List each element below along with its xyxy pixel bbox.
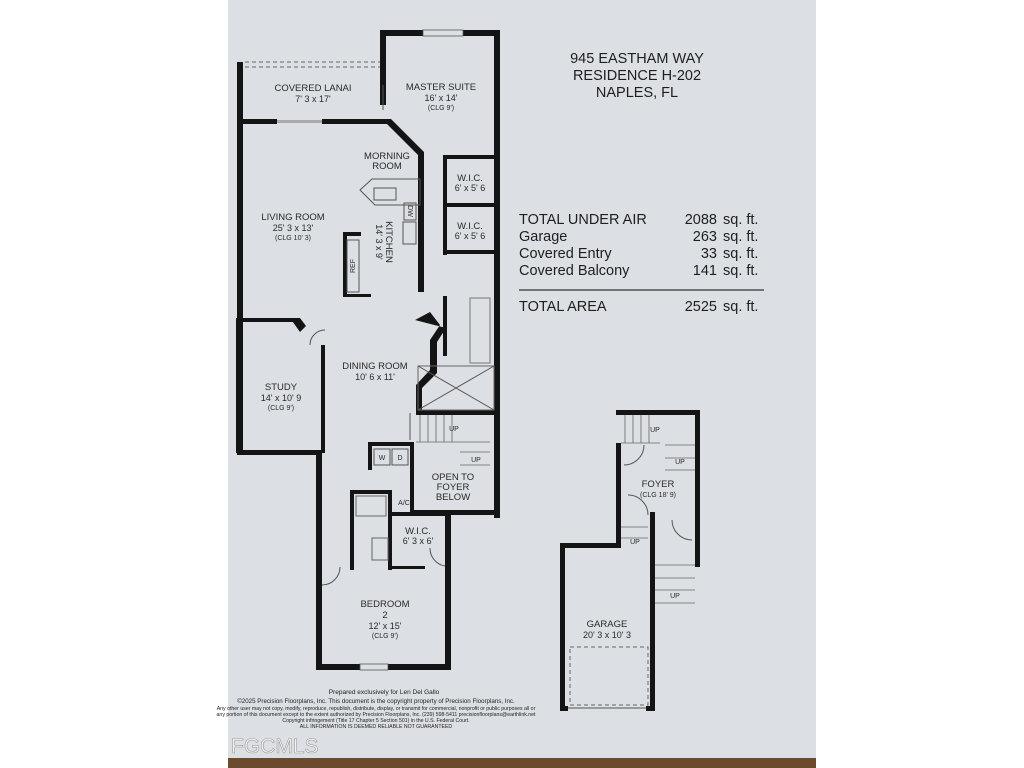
svg-text:UP: UP [449,426,459,433]
room-wic-1: W.I.C.6' x 5' 6 [455,173,485,193]
svg-text:MASTER SUITE: MASTER SUITE [406,82,476,93]
area-row: Covered Entry 33 sq. ft. [519,246,758,262]
svg-text:A/C: A/C [398,500,410,507]
area-unit: sq. ft. [723,246,758,262]
room-wic-3: W.I.C.6' 3 x 6' [403,526,434,546]
svg-text:DW: DW [406,205,413,217]
svg-text:W: W [379,455,386,462]
area-value: 141 [693,263,717,279]
svg-text:14' 3 x 9': 14' 3 x 9' [374,224,384,260]
svg-text:COVERED LANAI: COVERED LANAI [274,83,351,94]
area-value: 263 [693,229,717,245]
total-value: 2525 [685,299,717,315]
watermark-logo: FGCMLS [231,735,319,758]
svg-text:(CLG 10' 3): (CLG 10' 3) [275,235,311,242]
lower-floor-walls [560,410,700,711]
svg-text:OPEN TO: OPEN TO [432,472,474,483]
fixtures-lines [245,29,495,671]
svg-text:DINING ROOM: DINING ROOM [342,361,408,372]
svg-text:any portion of this document e: any portion of this document except to t… [217,712,536,718]
residence-line: RESIDENCE H-202 [573,68,701,84]
svg-text:LIVING ROOM: LIVING ROOM [261,212,324,223]
total-unit: sq. ft. [723,299,758,315]
svg-text:Prepared exclusively for Len D: Prepared exclusively for Len Del Gallo [329,689,440,696]
svg-text:(CLG 9'): (CLG 9') [428,105,454,112]
total-row: TOTAL AREA 2525 sq. ft. [519,299,758,315]
svg-text:FOYER: FOYER [642,479,675,490]
svg-text:©2025 Precision Floorplans, In: ©2025 Precision Floorplans, Inc. This do… [237,698,515,705]
svg-text:W.I.C.: W.I.C. [405,526,431,537]
svg-text:12' x 15': 12' x 15' [369,621,402,631]
svg-text:UP: UP [630,539,640,546]
paper [228,0,816,768]
area-row: Garage 263 sq. ft. [519,229,758,245]
svg-text:UP: UP [675,459,685,466]
area-row: Covered Balcony 141 sq. ft. [519,263,758,279]
svg-text:16' x 14': 16' x 14' [425,93,458,103]
area-label: TOTAL UNDER AIR [519,212,647,228]
svg-text:10' 6 x 11': 10' 6 x 11' [355,372,395,382]
svg-text:MORNING: MORNING [364,151,410,162]
svg-text:ALL INFORMATION IS DEEMED RELI: ALL INFORMATION IS DEEMED RELIABLE NOT G… [300,724,453,730]
svg-text:6' x 5' 6: 6' x 5' 6 [455,231,485,241]
svg-text:KITCHEN: KITCHEN [383,221,394,263]
svg-text:7' 3 x 17': 7' 3 x 17' [295,94,331,104]
table-edge [228,758,816,768]
svg-text:20' 3 x 10' 3: 20' 3 x 10' 3 [583,630,631,640]
fixture-labels: REF DW W D A/C UP UP UP UP UP UP [350,205,685,600]
copyright-footer: Prepared exclusively for Len Del Gallo ©… [217,689,536,730]
total-label: TOTAL AREA [519,299,607,315]
area-unit: sq. ft. [723,212,758,228]
svg-text:STUDY: STUDY [265,382,298,393]
svg-text:25' 3 x 13': 25' 3 x 13' [273,223,314,233]
svg-text:6' 3 x 6': 6' 3 x 6' [403,536,434,546]
area-label: Garage [519,229,567,245]
svg-text:(CLG 18' 9): (CLG 18' 9) [640,492,676,499]
svg-text:(CLG 9'): (CLG 9') [268,405,294,412]
room-wic-2: W.I.C.6' x 5' 6 [455,221,485,241]
svg-text:BEDROOM: BEDROOM [360,599,409,610]
room-foyer: FOYER (CLG 18' 9) [640,479,676,499]
svg-text:UP: UP [650,427,660,434]
area-label: Covered Balcony [519,263,630,279]
svg-text:UP: UP [471,457,481,464]
city-line: NAPLES, FL [596,85,678,101]
svg-text:D: D [397,455,402,462]
area-row: TOTAL UNDER AIR 2088 sq. ft. [519,212,758,228]
area-table: TOTAL UNDER AIR 2088 sq. ft. Garage 263 … [519,212,764,315]
area-unit: sq. ft. [723,229,758,245]
svg-text:GARAGE: GARAGE [587,619,628,630]
svg-text:6' x 5' 6: 6' x 5' 6 [455,183,485,193]
svg-text:ROOM: ROOM [372,161,402,172]
svg-text:(CLG 9'): (CLG 9') [372,633,398,640]
svg-text:REF: REF [350,259,357,273]
svg-text:14' x 10' 9: 14' x 10' 9 [261,393,301,403]
svg-text:BELOW: BELOW [436,492,470,503]
svg-text:W.I.C.: W.I.C. [457,221,483,232]
area-value: 2088 [685,212,717,228]
svg-text:2: 2 [382,610,387,621]
area-value: 33 [701,246,717,262]
svg-text:Copyright infringement (Title: Copyright infringement (Title 17 Chapter… [282,718,469,724]
svg-text:Any other user may not copy, m: Any other user may not copy, modify, rep… [217,706,536,712]
svg-text:W.I.C.: W.I.C. [457,173,483,184]
svg-text:UP: UP [670,593,680,600]
area-label: Covered Entry [519,246,612,262]
svg-text:FOYER: FOYER [437,482,470,493]
address-line: 945 EASTHAM WAY [570,51,704,67]
area-unit: sq. ft. [723,263,758,279]
